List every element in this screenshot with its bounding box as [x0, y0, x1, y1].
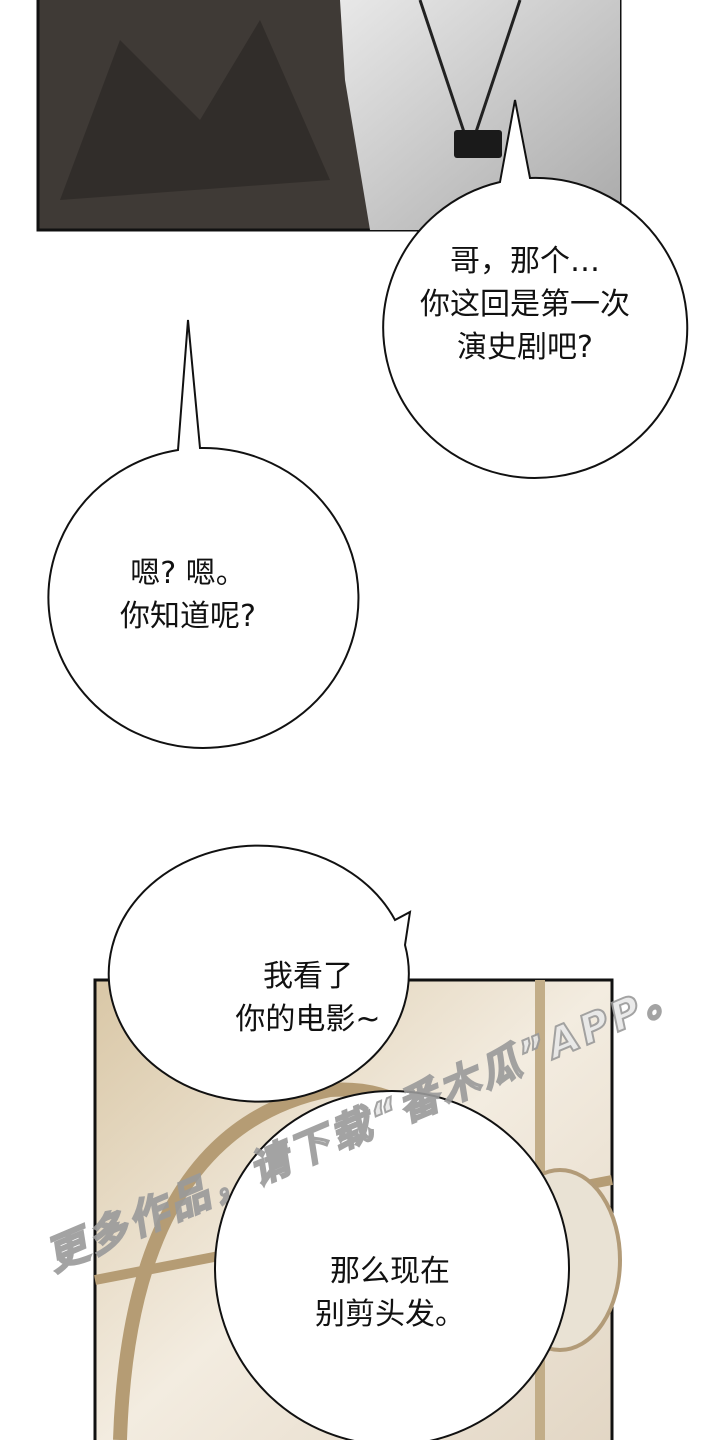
dialogue-line: 哥，那个…	[450, 244, 600, 279]
dialogue-line: 演史剧吧?	[457, 330, 593, 365]
top-panel	[36, 0, 622, 232]
speech-bubble-4: 那么现在 别剪头发。	[315, 1250, 465, 1336]
speech-bubble-3: 我看了 你的电影~	[235, 955, 380, 1041]
speech-bubble-1: 哥，那个… 你这回是第一次 演史剧吧?	[420, 240, 630, 369]
speech-bubble-2: 嗯? 嗯。 你知道呢?	[120, 552, 256, 638]
dialogue-line: 你这回是第一次	[420, 287, 630, 322]
speech-bubbles	[47, 99, 689, 1440]
dialogue-line: 你的电影~	[235, 1002, 381, 1037]
dialogue-line: 嗯? 嗯。	[130, 556, 246, 591]
dialogue-line: 那么现在	[330, 1254, 450, 1289]
dialogue-line: 你知道呢?	[120, 599, 256, 634]
dialogue-line: 我看了	[262, 959, 353, 994]
dialogue-line: 别剪头发。	[315, 1297, 465, 1332]
